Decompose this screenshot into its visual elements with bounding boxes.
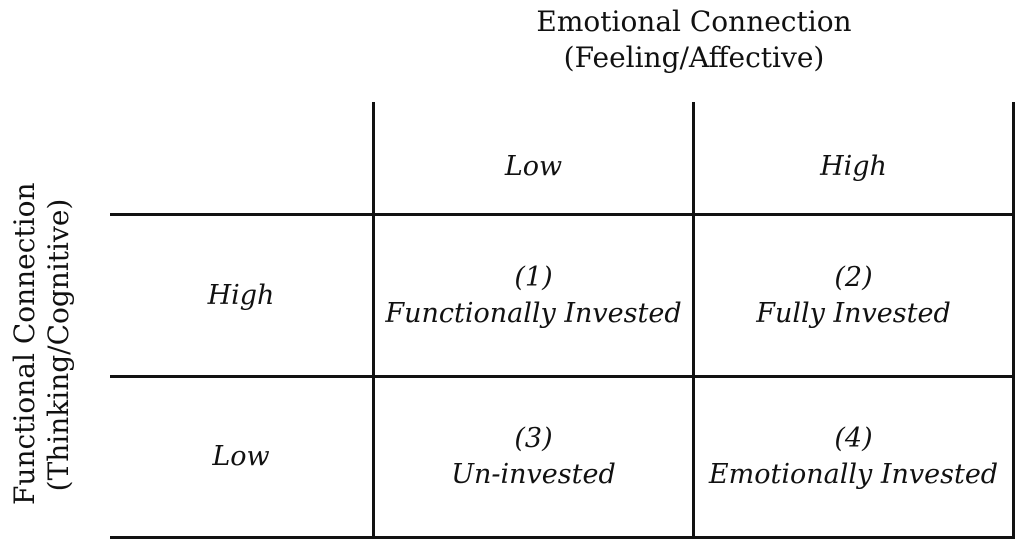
grid-vertical-line-left <box>372 102 375 538</box>
quadrant-2-label: Fully Invested <box>756 297 951 329</box>
row-axis-title-line1: Functional Connection <box>8 182 41 505</box>
column-header-high: High <box>695 120 1012 213</box>
quadrant-1: (1) Functionally Invested <box>375 216 692 375</box>
row-header-high-label: High <box>207 279 275 311</box>
row-axis-title-line2: (Thinking/Cognitive) <box>42 198 75 492</box>
row-header-low: Low <box>110 378 372 536</box>
quadrant-1-label: Functionally Invested <box>385 297 682 329</box>
grid-horizontal-line-middle <box>110 375 1015 378</box>
quadrant-3-number: (3) <box>514 423 553 454</box>
row-header-low-label: Low <box>212 441 270 472</box>
column-header-low-label: Low <box>504 150 563 182</box>
grid-horizontal-line-bottom <box>110 536 1015 539</box>
grid-horizontal-line-top <box>110 213 1015 216</box>
column-axis-title: Emotional Connection (Feeling/Affective) <box>374 4 1014 76</box>
grid-vertical-line-middle <box>692 102 695 538</box>
quadrant-4-number: (4) <box>834 423 873 454</box>
column-axis-title-line1: Emotional Connection <box>536 5 852 38</box>
column-header-high-label: High <box>820 150 887 182</box>
quadrant-4-label: Emotionally Invested <box>708 459 999 490</box>
row-axis-title: Functional Connection (Thinking/Cognitiv… <box>8 182 76 505</box>
column-axis-title-line2: (Feeling/Affective) <box>563 41 825 74</box>
quadrant-3-label: Un-invested <box>451 459 616 490</box>
quadrant-2: (2) Fully Invested <box>695 216 1012 375</box>
quadrant-4: (4) Emotionally Invested <box>695 378 1012 536</box>
quadrant-1-number: (1) <box>514 261 553 293</box>
quadrant-3: (3) Un-invested <box>375 378 692 536</box>
grid-vertical-line-right <box>1012 102 1015 538</box>
quadrant-2-number: (2) <box>834 261 873 293</box>
row-header-high: High <box>110 216 372 375</box>
column-header-low: Low <box>375 120 692 213</box>
